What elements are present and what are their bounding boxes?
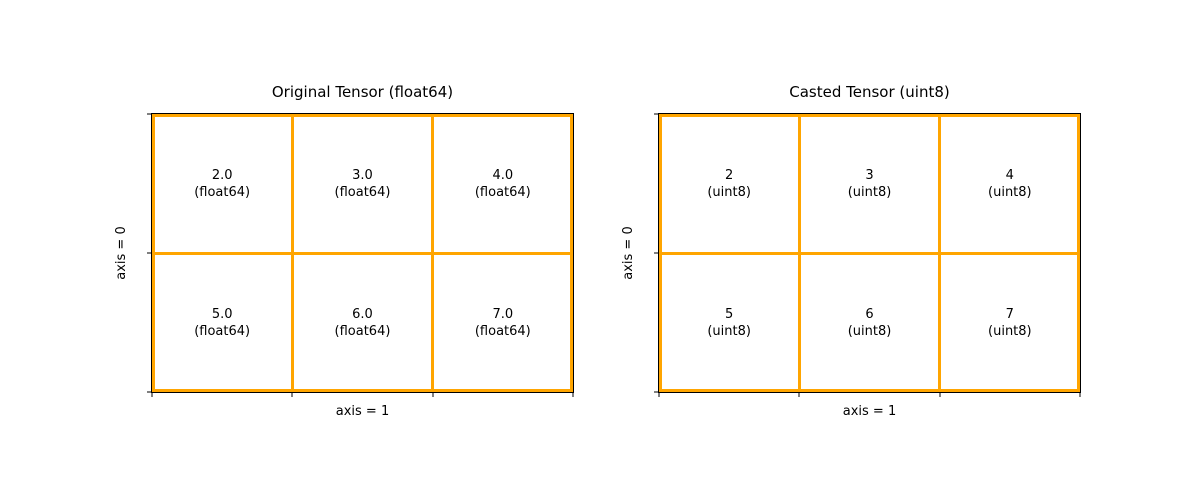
cell-value: 6 [865, 306, 874, 322]
cell-dtype: (float64) [474, 323, 531, 339]
tensor-cell: 4.0 (float64) [433, 114, 573, 253]
x-tick [1079, 392, 1081, 397]
cell-value: 4.0 [492, 167, 514, 183]
tensor-cell: 6.0 (float64) [292, 253, 432, 392]
cell-dtype: (float64) [194, 184, 251, 200]
tensor-cell: 6 (uint8) [799, 253, 939, 392]
y-tick [147, 113, 152, 115]
tensor-cell: 7 (uint8) [940, 253, 1080, 392]
cell-value: 6.0 [352, 306, 373, 322]
cell-dtype: (float64) [334, 323, 391, 339]
plot-original-tensor: Original Tensor (float64) axis = 0 axis … [114, 83, 574, 419]
y-axis-label: axis = 0 [114, 226, 129, 280]
plot-casted-tensor: Casted Tensor (uint8) axis = 0 axis = 1 … [621, 83, 1081, 419]
tensor-cell: 2.0 (float64) [152, 114, 292, 253]
x-axis-label: axis = 1 [335, 404, 390, 419]
tensor-cell: 5.0 (float64) [152, 253, 292, 392]
x-tick [658, 392, 660, 397]
cell-dtype: (float64) [194, 323, 251, 339]
y-tick [147, 252, 152, 254]
y-tick [654, 113, 659, 115]
tensor-cell: 5 (uint8) [659, 253, 799, 392]
cell-value: 3 [865, 167, 874, 183]
cell-dtype: (float64) [474, 184, 531, 200]
x-tick [291, 392, 293, 397]
cell-dtype: (uint8) [707, 323, 751, 339]
tensor-cell: 3 (uint8) [799, 114, 939, 253]
cell-dtype: (uint8) [707, 184, 751, 200]
cell-value: 7.0 [492, 306, 514, 322]
tensor-grid: 2.0 (float64) 3.0 (float64) 4.0 (float64… [152, 114, 573, 392]
x-tick [572, 392, 574, 397]
cell-value: 4 [1005, 167, 1014, 183]
cell-dtype: (uint8) [847, 323, 892, 339]
x-axis-label: axis = 1 [842, 404, 897, 419]
tensor-cell: 7.0 (float64) [433, 253, 573, 392]
plot-title: Original Tensor (float64) [271, 83, 454, 101]
x-tick [432, 392, 434, 397]
tensor-grid: 2 (uint8) 3 (uint8) 4 (uint8) 5 (uint8) … [659, 114, 1080, 392]
cell-dtype: (uint8) [847, 184, 892, 200]
plot-title: Casted Tensor (uint8) [789, 83, 950, 101]
cell-value: 5.0 [211, 306, 233, 322]
tensor-cell: 2 (uint8) [659, 114, 799, 253]
tensor-cell: 4 (uint8) [940, 114, 1080, 253]
x-tick [939, 392, 941, 397]
cell-dtype: (float64) [334, 184, 391, 200]
cell-value: 2 [725, 167, 734, 183]
cell-dtype: (uint8) [988, 323, 1032, 339]
y-tick [654, 252, 659, 254]
cell-value: 2.0 [211, 167, 233, 183]
tensor-cell: 3.0 (float64) [292, 114, 432, 253]
x-tick [151, 392, 153, 397]
y-axis-label: axis = 0 [621, 226, 636, 280]
x-tick [798, 392, 800, 397]
y-tick [147, 391, 152, 393]
cell-dtype: (uint8) [988, 184, 1032, 200]
y-tick [654, 391, 659, 393]
cell-value: 5 [725, 306, 734, 322]
cell-value: 3.0 [352, 167, 373, 183]
cell-value: 7 [1005, 306, 1014, 322]
